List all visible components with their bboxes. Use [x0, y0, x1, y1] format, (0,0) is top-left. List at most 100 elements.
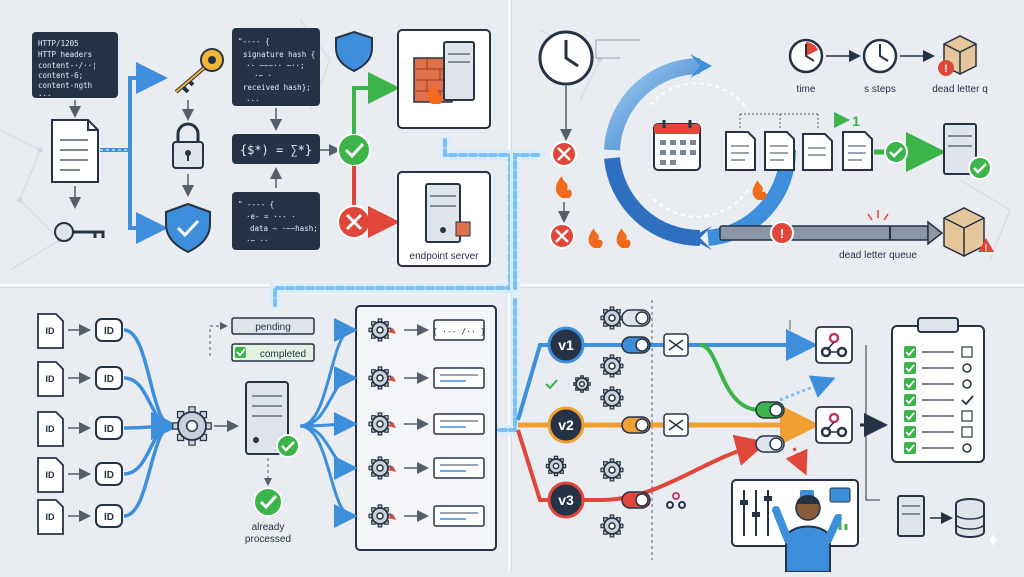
webhook-icon — [815, 326, 853, 364]
steps-label: s steps — [864, 84, 896, 95]
flow-line — [123, 412, 179, 476]
signature-line: received hash}; — [243, 83, 311, 92]
toggle-icon — [755, 435, 785, 453]
svg-text:!: ! — [780, 226, 784, 241]
data-line: ·e- = ·-- · — [246, 212, 296, 221]
document-icon — [37, 499, 64, 535]
error-icon — [337, 205, 371, 239]
code-card — [433, 505, 485, 527]
calendar-icon — [653, 120, 701, 171]
error-mark — [388, 466, 396, 472]
toggle-icon — [621, 309, 651, 327]
version-label: v2 — [558, 417, 574, 433]
signature-panel: "---- { signature hash { ·· ~~~·· ~··; ·… — [232, 28, 320, 106]
processed-label-line1: already — [252, 522, 285, 533]
shuffle-icon — [663, 333, 689, 357]
payload-line: content-6; — [38, 71, 83, 80]
signature-line: ·· ~~~·· ~··; — [246, 61, 305, 70]
flow-line — [123, 376, 179, 440]
error-mark — [388, 514, 396, 520]
id-document-text: ID — [46, 326, 56, 336]
payload-panel: HTTP/1205 HTTP headers content-·/··¦ con… — [32, 32, 118, 98]
gear-icon — [368, 412, 392, 436]
flow-line — [123, 412, 179, 518]
idempotency-core: already processed — [172, 381, 300, 545]
gear-icon — [573, 375, 591, 393]
webhook-security-section: HTTP/1205 HTTP headers content-·/··¦ con… — [32, 28, 491, 267]
check-icon — [968, 156, 992, 180]
checklist-item — [904, 362, 972, 374]
dashboard-icon — [731, 479, 859, 547]
checklist-item — [904, 378, 972, 390]
id-request-row: ID ID — [37, 411, 179, 447]
clock-icon — [788, 38, 824, 74]
id-document-text: ID — [46, 374, 56, 384]
payload-line: content-ngth — [38, 81, 92, 90]
id-icon: ID — [95, 318, 123, 342]
gear-icon — [368, 504, 392, 528]
formula-panel: {$*) = ∑*} — [232, 134, 320, 164]
payload-line: HTTP headers — [38, 50, 92, 59]
webhook-icon — [962, 443, 972, 453]
error-mark — [388, 328, 396, 334]
document-icon — [37, 411, 64, 447]
gear-icon — [368, 366, 392, 390]
gear-icon — [600, 306, 624, 330]
version-node: v1 — [547, 326, 585, 364]
gear-icon — [172, 406, 212, 446]
check-icon — [904, 410, 916, 422]
payload-line: content-·/··¦ — [38, 61, 97, 70]
toggle-icon — [621, 336, 651, 354]
server-icon — [425, 183, 461, 243]
shield-icon — [335, 30, 373, 73]
id-document-text: ID — [46, 470, 56, 480]
fire-icon — [752, 180, 767, 200]
id-icon: ID — [95, 416, 123, 440]
document-icon — [37, 313, 64, 349]
check-icon — [904, 362, 916, 374]
dead-letter-pipe — [719, 220, 944, 246]
data-panel: " ---- { ·e- = ·-- · data — ·~~hash; ·~ … — [232, 192, 320, 250]
server-icon — [443, 41, 475, 101]
status-pending-label: pending — [255, 322, 291, 333]
document-icon — [961, 346, 973, 358]
id-request-row: ID ID — [37, 361, 179, 440]
status-completed-label: completed — [260, 349, 306, 360]
check-icon — [276, 434, 300, 458]
endpoint-server-label: endpoint server — [410, 251, 480, 262]
server-database-group — [897, 495, 996, 546]
id-request-row: ID ID — [37, 412, 179, 535]
error-icon — [551, 141, 577, 167]
fire-icon — [555, 176, 572, 198]
gear-icon — [600, 354, 624, 378]
error-mark — [388, 422, 396, 428]
gear-icon — [600, 514, 624, 538]
time-label: time — [797, 84, 816, 95]
check-icon — [253, 487, 283, 517]
data-line: ·~ ·· — [246, 236, 269, 245]
check-icon — [904, 378, 916, 390]
gear-icon — [600, 386, 624, 410]
gear-icon — [368, 318, 392, 342]
check-icon — [904, 426, 916, 438]
fire-icon — [427, 84, 443, 104]
signature-line: signature hash { — [243, 50, 315, 59]
check-icon — [904, 442, 916, 454]
shuffle-icon — [663, 413, 689, 437]
id-icon: ID — [95, 462, 123, 486]
server-icon — [245, 381, 289, 455]
gear-icon — [172, 406, 212, 446]
dlq-label: dead letter queue — [839, 250, 917, 261]
alert-burst-icon — [867, 210, 889, 221]
version-label: v1 — [558, 337, 574, 353]
clock-icon — [538, 30, 594, 86]
checklist-item — [904, 426, 973, 438]
code-card — [433, 319, 485, 341]
toggle-icon — [755, 401, 785, 419]
database-icon — [955, 498, 985, 538]
error-icon — [549, 223, 575, 249]
signature-line: ·~ · — [254, 71, 272, 80]
id-document-text: ID — [46, 424, 56, 434]
